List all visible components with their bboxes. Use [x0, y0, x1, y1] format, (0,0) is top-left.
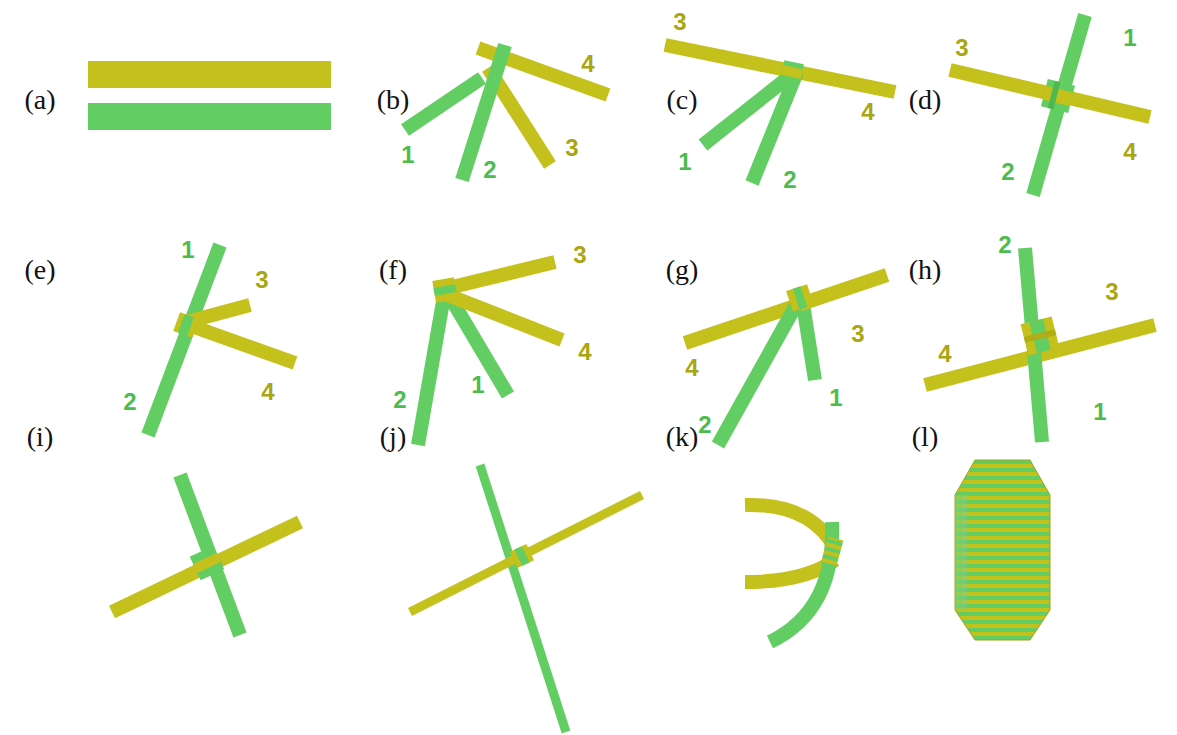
knot-layer — [178, 314, 194, 336]
woven-knot — [780, 60, 804, 84]
paper-strip — [752, 72, 797, 183]
knot-layer — [793, 286, 807, 309]
paper-strip — [405, 78, 482, 130]
knot-layer — [1048, 81, 1061, 110]
panel-label: (j) — [380, 423, 406, 451]
panel-label: (l) — [912, 423, 938, 451]
strand-number: 1 — [829, 386, 842, 410]
woven-knot — [510, 544, 534, 568]
paper-strip — [440, 262, 555, 290]
stacked-ring — [955, 460, 1050, 640]
woven-knot — [432, 277, 457, 302]
paper-strip — [112, 522, 300, 612]
strand-number: 4 — [861, 100, 874, 124]
ring-side — [955, 495, 967, 610]
strand-number: 1 — [471, 373, 484, 397]
panel-label: (i) — [27, 423, 53, 451]
woven-knot — [821, 536, 844, 567]
knot-layer — [786, 284, 814, 312]
paper-strip — [1033, 15, 1085, 195]
strand-number: 3 — [673, 10, 686, 34]
panel-label: (h) — [909, 256, 942, 284]
knot-layer — [432, 277, 457, 302]
panel-label: (k) — [666, 423, 699, 451]
knot-layer — [780, 60, 804, 84]
strand-number: 1 — [181, 238, 194, 262]
panel-label: (d) — [909, 86, 942, 114]
knot-layer — [515, 546, 530, 566]
panel-label: (f) — [379, 256, 407, 284]
knot-layer — [1021, 317, 1060, 356]
strand-number: 1 — [1093, 400, 1106, 424]
knot-layer — [510, 544, 534, 568]
knot-layer — [173, 312, 199, 338]
strand-number: 4 — [261, 380, 274, 404]
strand-number: 3 — [955, 36, 968, 60]
paper-strip — [418, 290, 445, 445]
strand-number: 4 — [581, 52, 594, 76]
knot-layer — [190, 546, 225, 581]
strand-number: 2 — [998, 233, 1011, 257]
woven-knot — [786, 284, 814, 312]
strand-number: 3 — [1105, 280, 1118, 304]
paper-strip — [718, 298, 800, 445]
knot-layer — [193, 553, 221, 573]
paper-strip — [745, 505, 835, 548]
woven-knot — [1021, 317, 1060, 356]
knot-layer — [821, 536, 844, 567]
knot-layer — [1041, 79, 1075, 113]
panel-label: (e) — [24, 256, 55, 284]
knot-layer — [433, 284, 456, 296]
paper-strip — [183, 323, 295, 363]
strand-number: 3 — [255, 268, 268, 292]
strand-number: 1 — [678, 150, 691, 174]
strand-number: 3 — [851, 322, 864, 346]
strand-number: 2 — [483, 158, 496, 182]
paper-strip — [950, 70, 1150, 117]
panel-label: (g) — [666, 256, 699, 284]
woven-knot — [173, 312, 199, 338]
strand-number: 4 — [1123, 140, 1136, 164]
strand-number: 2 — [123, 390, 136, 414]
panel-label: (a) — [24, 86, 55, 114]
paper-strip — [770, 522, 832, 642]
paper-strip — [440, 292, 562, 340]
strand-number: 1 — [1123, 26, 1136, 50]
strand-number: 4 — [578, 340, 591, 364]
paper-strip — [410, 495, 642, 612]
knot-layer — [781, 65, 803, 79]
strand-number: 2 — [1001, 160, 1014, 184]
strand-number: 2 — [783, 168, 796, 192]
strand-number: 3 — [573, 243, 586, 267]
paper-strip — [88, 103, 331, 130]
woven-knot — [190, 546, 225, 581]
woven-knot — [1041, 79, 1075, 113]
panel-label: (c) — [666, 86, 697, 114]
strand-number: 4 — [685, 356, 698, 380]
strand-number: 4 — [938, 342, 951, 366]
strand-number: 3 — [565, 136, 578, 160]
paper-strip — [148, 245, 220, 435]
strand-number: 2 — [393, 388, 406, 412]
paper-strip — [88, 61, 331, 88]
knot-layer — [1024, 329, 1057, 343]
strand-number: 2 — [698, 413, 711, 437]
panel-label: (b) — [377, 86, 410, 114]
strand-number: 1 — [401, 143, 414, 167]
paper-strip — [480, 465, 566, 732]
